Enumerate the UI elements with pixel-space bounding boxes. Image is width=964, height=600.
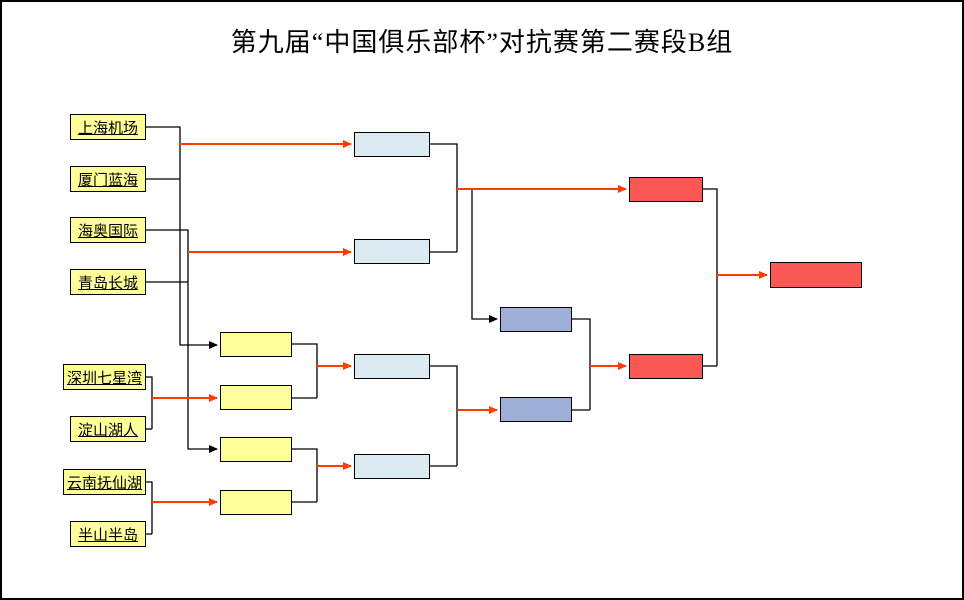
team-box-8[interactable]: 半山半岛 [70, 521, 146, 547]
connector-line [292, 343, 318, 398]
team-box-3[interactable]: 海奥国际 [70, 217, 146, 243]
team-box-2[interactable]: 厦门蓝海 [70, 166, 146, 192]
team-box-5[interactable]: 深圳七星湾 [63, 364, 146, 390]
team-box-7[interactable]: 云南抚仙湖 [63, 469, 146, 495]
connector-line [146, 126, 218, 349]
round2-box-2 [354, 239, 430, 264]
repechage-box-3 [220, 437, 292, 462]
connector-line [146, 376, 153, 429]
team-box-6[interactable]: 淀山湖人 [70, 416, 146, 442]
page-title: 第九届“中国俱乐部杯”对抗赛第二赛段B组 [230, 28, 734, 57]
connector-line [146, 229, 218, 453]
round2-box-3 [354, 354, 430, 379]
semifinal-box-2 [500, 397, 572, 422]
finalist-box-1 [629, 177, 703, 202]
team-box-4[interactable]: 青岛长城 [70, 269, 146, 295]
team-box-1[interactable]: 上海机场 [70, 114, 146, 140]
finalist-box-2 [629, 354, 703, 379]
connector-line [430, 143, 458, 252]
repechage-box-1 [220, 332, 292, 357]
connector-line [292, 448, 318, 502]
connector-line [572, 318, 591, 410]
connector-line [702, 188, 718, 366]
round2-box-1 [354, 132, 430, 157]
round2-box-4 [354, 454, 430, 479]
repechage-box-2 [220, 385, 292, 410]
champion-box [770, 262, 862, 288]
connector-line [146, 481, 153, 534]
semifinal-box-1 [500, 307, 572, 332]
repechage-box-4 [220, 490, 292, 515]
connector-line [471, 189, 498, 323]
connector-line [430, 365, 458, 466]
